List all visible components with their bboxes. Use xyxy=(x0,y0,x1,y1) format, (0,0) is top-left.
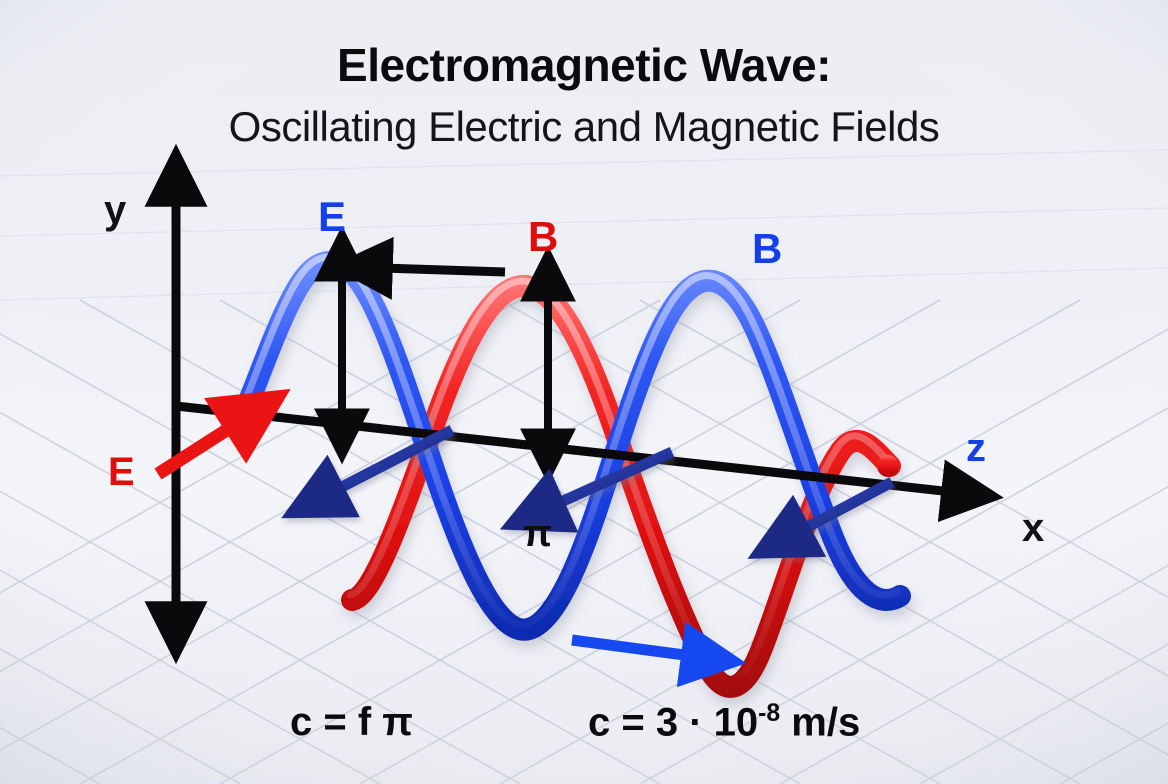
page-title: Electromagnetic Wave: xyxy=(337,39,831,91)
magnetic-field-label-middle: B xyxy=(528,213,559,260)
formula-speed-value: c = 3 · 10-8 m/s xyxy=(588,700,861,745)
formula-speed-unit: m/s xyxy=(780,700,861,745)
z-direction-arrows xyxy=(281,425,895,559)
formula-speed-prefix: c = 3 · 10 xyxy=(588,700,759,745)
electric-field-label-top: E xyxy=(318,193,347,240)
y-axis-label: y xyxy=(104,188,127,232)
electric-field-label-origin: E xyxy=(108,450,135,494)
electric-vector-arrow xyxy=(154,388,291,480)
red-wave-tail-dot xyxy=(877,455,899,477)
page-subtitle: Oscillating Electric and Magnetic Fields xyxy=(228,103,940,150)
formula-speed-exponent: -8 xyxy=(758,700,781,727)
field-direction-arrow-left xyxy=(329,236,506,300)
propagation-direction-arrow xyxy=(571,621,747,688)
wavelength-label: π xyxy=(523,513,553,555)
x-axis-label: x xyxy=(1022,506,1045,550)
formula-speed-relation: c = f π xyxy=(290,700,413,744)
magnetic-field-label-right: B xyxy=(752,225,783,272)
z-axis-label: z xyxy=(966,426,986,470)
